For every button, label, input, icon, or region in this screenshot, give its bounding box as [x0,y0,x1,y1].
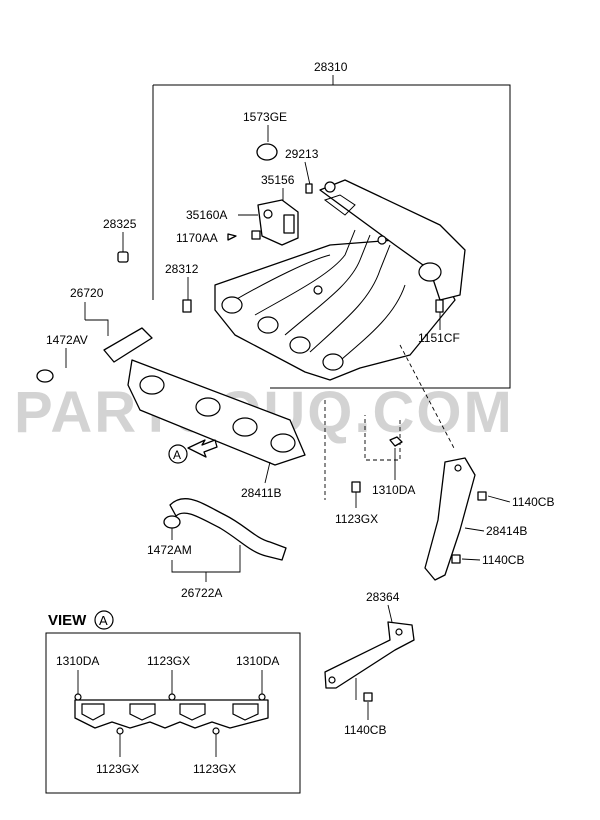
label-35160A: 35160A [186,208,227,222]
view-inset-frame [45,632,301,794]
tube-26720-icon [103,327,153,363]
bolt-1170AA-icon [251,230,261,240]
label-1151CF: 1151CF [418,331,460,345]
label-28364: 28364 [366,590,400,604]
view-label-left-top: 1310DA [56,654,99,668]
label-1140CB-c: 1140CB [344,723,386,737]
clamp-1472AV-icon [36,369,54,383]
label-1123GX: 1123GX [335,512,378,526]
leader-1140CB-b [461,558,481,561]
clamp-1472AM-icon [163,515,181,529]
stud-28312-icon [182,299,192,313]
intake-manifold-icon [214,179,466,381]
view-label-right-top: 1310DA [236,654,279,668]
bracket-28364-icon [324,621,415,689]
view-label-mid-top: 1123GX [147,654,190,668]
label-28310: 28310 [314,60,348,74]
label-26720: 26720 [70,286,104,300]
leader-26722A [171,545,241,582]
label-1472AM: 1472AM [147,543,192,557]
label-28325: 28325 [103,217,137,231]
bolt-1123GX-icon [351,481,361,493]
label-29213: 29213 [285,147,319,161]
leader-28364 [387,604,393,623]
leader-26720 [84,302,109,336]
label-28414B: 28414B [486,524,527,538]
view-marker-circle [94,610,114,630]
view-label: VIEW [48,612,87,629]
label-1472AV: 1472AV [46,333,88,347]
label-1140CB-b: 1140CB [482,553,524,567]
plug-28325-icon [117,251,129,263]
gasket-28411B-icon [127,359,306,466]
nut-1310DA-icon [389,436,403,447]
dashed-leader-bracket [399,344,456,451]
view-label-right-bottom: 1123GX [193,762,236,776]
label-1140CB-a: 1140CB [512,495,554,509]
label-28411B: 28411B [241,486,281,500]
cap-1573GE-icon [256,143,278,161]
leader-28411B [264,461,271,484]
view-gasket-icon [74,693,269,735]
bolt-1140CB-bottom-icon [363,692,373,702]
bolt-1151CF-icon [435,299,444,313]
leader-1140CB-a [487,495,511,503]
dashed-leaders-fasteners [324,400,401,500]
view-label-left-bottom: 1123GX [96,762,139,776]
leader-28414B [464,527,485,532]
view-marker-letter: A [99,613,108,628]
fitting-29213-icon [305,183,313,194]
leader-29213 [304,161,311,186]
label-1573GE: 1573GE [243,110,287,124]
bracket-28414B-icon [424,457,476,581]
valve-35160A-icon [257,199,299,246]
label-28312: 28312 [165,262,199,276]
assembly-frame [152,84,511,389]
label-26722A: 26722A [181,586,222,600]
label-35156: 35156 [261,173,295,187]
hose-26722A-icon [169,498,287,561]
arrow-1170AA-icon [227,233,237,241]
bolt-1140CB-lower-icon [451,554,461,564]
arrow-marker-letter: A [173,448,181,462]
bolt-1140CB-upper-icon [477,491,487,501]
view-arrow-icon [187,439,218,458]
label-1170AA: 1170AA [176,231,218,245]
arrow-marker-circle [168,444,188,464]
label-1310DA: 1310DA [372,483,415,497]
